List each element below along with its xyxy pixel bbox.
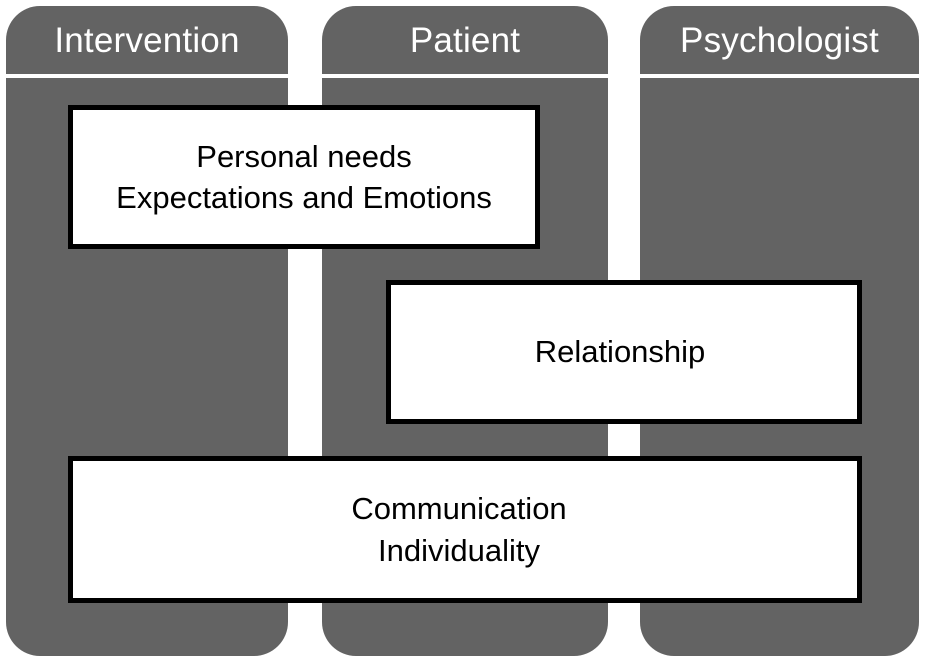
lane-header-patient: Patient — [322, 6, 608, 74]
box-communication: Communication Individuality — [68, 456, 862, 603]
lane-divider-patient — [322, 74, 608, 78]
lane-label-intervention: Intervention — [54, 20, 240, 60]
lane-label-patient: Patient — [409, 20, 521, 60]
lane-label-psychologist: Psychologist — [680, 20, 879, 60]
box-relationship-text: Relationship — [535, 331, 706, 372]
box-communication-line-1: Communication — [351, 491, 567, 527]
box-personal-needs-text: Personal needs Expectations and Emotions — [116, 136, 492, 218]
lane-header-intervention: Intervention — [6, 6, 288, 74]
box-personal-needs-line-1: Personal needs — [196, 138, 412, 174]
lane-divider-intervention — [6, 74, 288, 78]
lane-divider-psychologist — [640, 74, 919, 78]
box-personal-needs: Personal needs Expectations and Emotions — [68, 105, 540, 249]
lane-header-psychologist: Psychologist — [640, 6, 919, 74]
box-personal-needs-line-2: Expectations and Emotions — [116, 180, 492, 215]
box-relationship-line-1: Relationship — [534, 334, 706, 370]
box-relationship: Relationship — [386, 280, 862, 424]
box-communication-text: Communication Individuality — [351, 488, 566, 570]
box-communication-line-2: Individuality — [378, 532, 540, 568]
